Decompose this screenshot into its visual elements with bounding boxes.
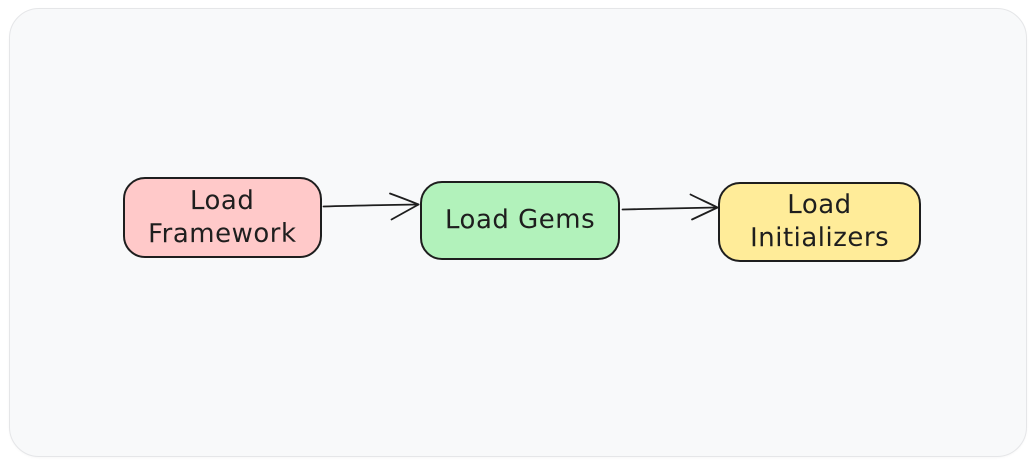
node-load-initializers-label: Load Initializers — [749, 189, 890, 254]
node-load-framework: Load Framework — [123, 177, 322, 258]
node-load-initializers: Load Initializers — [718, 182, 921, 262]
node-load-gems: Load Gems — [420, 181, 620, 260]
node-load-framework-label: Load Framework — [148, 185, 297, 249]
node-load-gems-label: Load Gems — [444, 204, 596, 236]
